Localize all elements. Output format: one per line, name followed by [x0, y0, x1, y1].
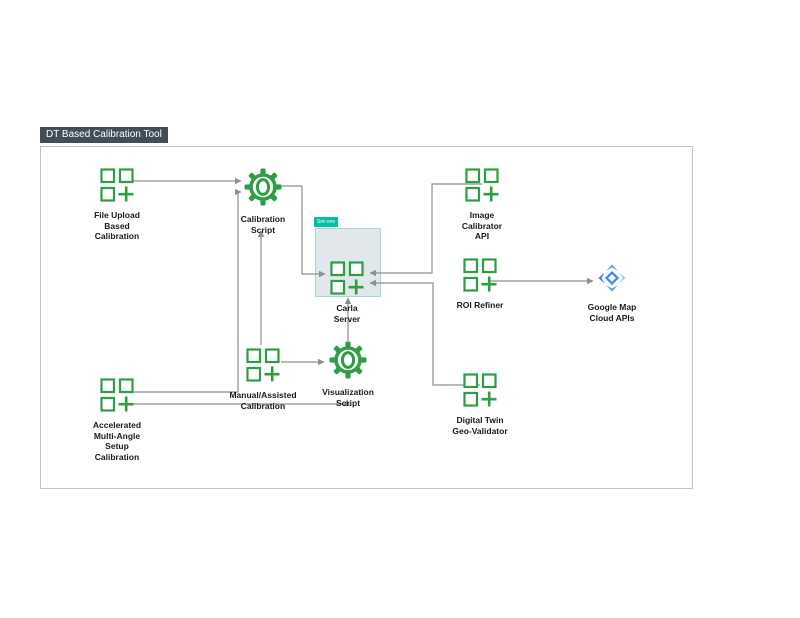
node-manual-assisted-calibration[interactable]: Manual/Assisted Calibration [223, 348, 303, 411]
carla-server-badge[interactable]: Sim env [314, 217, 339, 227]
app-grid-icon [465, 168, 499, 207]
app-grid-icon [246, 348, 280, 387]
node-label: Google Map Cloud APIs [587, 302, 637, 323]
node-label: Digital Twin Geo-Validator [452, 415, 508, 436]
node-label: Image Calibrator API [461, 210, 503, 242]
gear-icon [244, 168, 282, 211]
node-label: ROI Refiner [456, 300, 504, 310]
edge-digital-twin-to-carla-server[interactable] [369, 279, 480, 386]
diagram-container [40, 146, 693, 489]
diagram-title-tag[interactable]: DT Based Calibration Tool [40, 127, 168, 143]
edge-accelerated-to-visualization-script[interactable] [133, 399, 351, 406]
edge-accelerated-to-calibration-script[interactable] [133, 188, 242, 393]
google-maps-platform-icon [596, 262, 628, 299]
app-grid-icon [330, 261, 364, 300]
app-grid-icon [100, 168, 134, 207]
node-label: Accelerated Multi-Angle Setup Calibratio… [92, 420, 142, 462]
node-google-map-cloud-apis[interactable]: Google Map Cloud APIs [572, 262, 652, 323]
node-digital-twin-geo-validator[interactable]: Digital Twin Geo-Validator [440, 373, 520, 436]
gear-icon [329, 341, 367, 384]
app-grid-icon [463, 373, 497, 412]
node-label: File Upload Based Calibration [94, 210, 140, 242]
node-calibration-script[interactable]: Calibration Script [223, 168, 303, 235]
node-accelerated-multi-angle-setup-calibration[interactable]: Accelerated Multi-Angle Setup Calibratio… [77, 378, 157, 463]
node-file-upload-based-calibration[interactable]: File Upload Based Calibration [77, 168, 157, 242]
node-label: Visualization Script [322, 387, 374, 408]
node-carla-server[interactable]: Carla Server [307, 261, 387, 324]
node-image-calibrator-api[interactable]: Image Calibrator API [442, 168, 522, 242]
node-label: Manual/Assisted Calibration [229, 390, 297, 411]
node-roi-refiner[interactable]: ROI Refiner [440, 258, 520, 311]
node-visualization-script[interactable]: Visualization Script [308, 341, 388, 408]
edge-image-calibrator-api-to-carla-server[interactable] [369, 183, 482, 277]
app-grid-icon [100, 378, 134, 417]
node-label: Carla Server [333, 303, 361, 324]
edge-calibration-script-to-carla-server[interactable] [281, 185, 326, 278]
app-grid-icon [463, 258, 497, 297]
node-label: Calibration Script [240, 214, 286, 235]
